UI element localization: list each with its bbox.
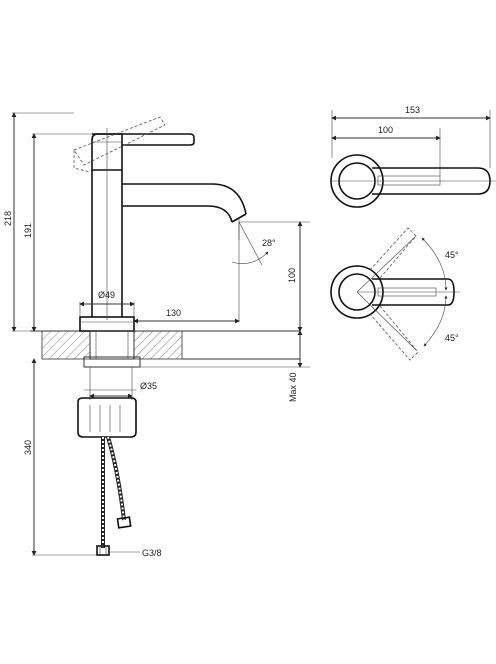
dim-100-spout-height: 100	[287, 268, 297, 283]
faucet-shank	[89, 330, 135, 360]
side-view: 28° Ø49 130 100 Max 40 Ø35 G3/8 218	[3, 112, 310, 558]
dim-191: 191	[23, 223, 33, 238]
dim-153: 153	[405, 105, 420, 115]
dim-45-lower: 45°	[445, 333, 459, 343]
dim-max-40: Max 40	[288, 372, 298, 402]
flex-hose-right	[106, 436, 132, 529]
dim-g-3-8: G3/8	[142, 548, 162, 558]
lever-handle-open-dashed	[73, 116, 166, 166]
countertop-slab-right	[133, 330, 183, 360]
dim-130: 130	[166, 308, 181, 318]
dim-45-upper: 45°	[445, 250, 459, 260]
dim-diameter-35: Ø35	[140, 381, 157, 391]
dim-28-degrees: 28°	[262, 238, 276, 248]
top-view-rotation: 45° 45°	[330, 227, 460, 361]
mounting-nut	[77, 397, 137, 438]
flex-hose-left	[96, 437, 110, 556]
top-lever-rotated-up	[369, 227, 417, 279]
top-lever-rotated-down	[369, 305, 419, 361]
lever-handle	[92, 133, 195, 146]
top-view-closed: 153 100	[330, 105, 496, 208]
dim-218: 218	[3, 211, 13, 226]
dim-340: 340	[23, 440, 33, 455]
dim-100-lever: 100	[378, 125, 393, 135]
countertop-slab	[41, 330, 91, 360]
faucet-spout	[122, 183, 247, 215]
dim-diameter-49: Ø49	[98, 290, 115, 300]
